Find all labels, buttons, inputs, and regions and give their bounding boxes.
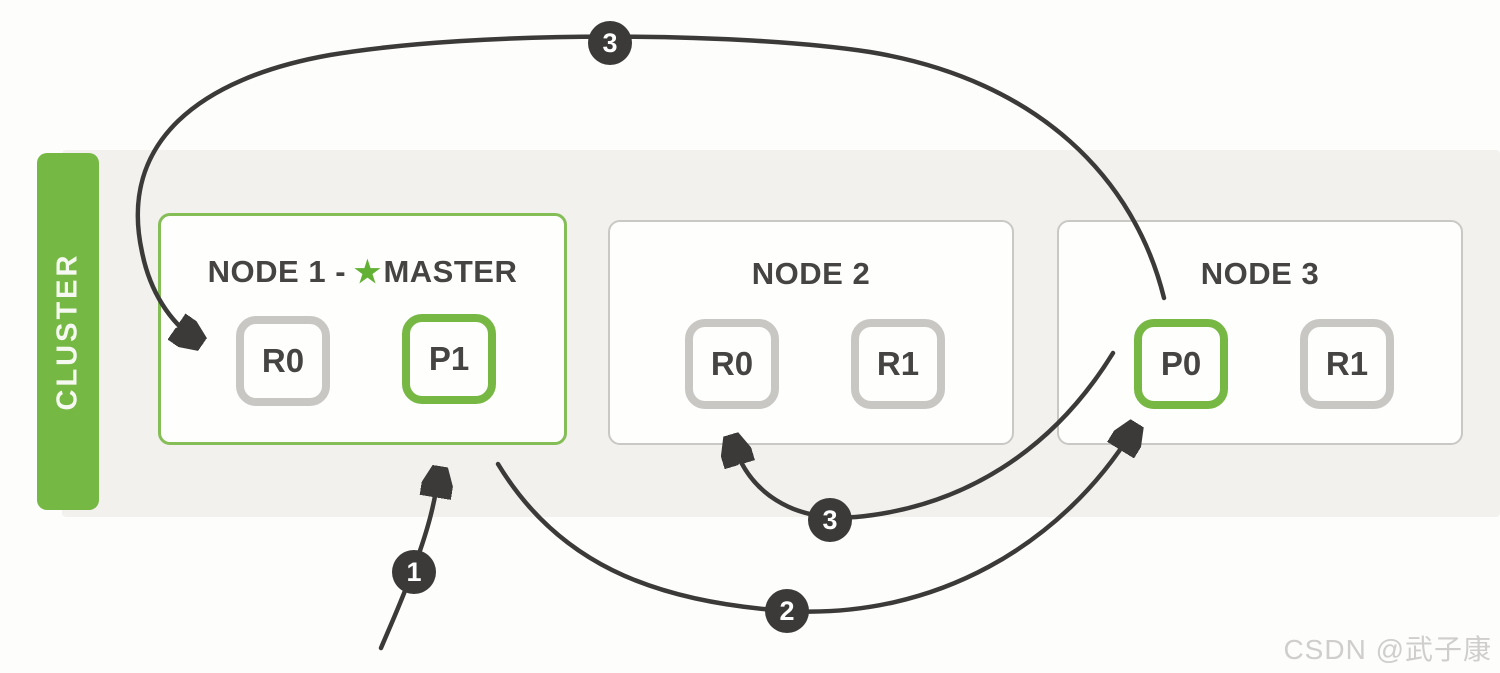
watermark: CSDN @武子康 <box>1283 634 1492 665</box>
shard-node1-p1: P1 <box>402 314 496 404</box>
cluster-label: CLUSTER <box>51 252 84 411</box>
step-badge-2: 2 <box>765 589 809 633</box>
shard-node1-r0: R0 <box>236 316 330 406</box>
node-1-master-label: MASTER <box>383 254 518 289</box>
shard-label: R0 <box>710 345 754 382</box>
shard-node2-r0: R0 <box>685 319 779 409</box>
node-2-title: NODE 2 <box>751 256 871 291</box>
shard-label: P0 <box>1160 345 1202 382</box>
node-3-card: NODE 3 P0 R1 <box>1057 220 1463 445</box>
step-badge-3-bottom: 3 <box>808 498 852 542</box>
shard-label: R1 <box>876 345 920 382</box>
node-2-card: NODE 2 R0 R1 <box>608 220 1014 445</box>
shard-node3-r1: R1 <box>1300 319 1394 409</box>
shard-node2-r1: R1 <box>851 319 945 409</box>
shard-label: R1 <box>1325 345 1369 382</box>
shard-label: P1 <box>428 340 470 377</box>
shard-node3-p0: P0 <box>1134 319 1228 409</box>
node-1-card: NODE 1 -★MASTER R0 P1 <box>158 213 567 445</box>
cluster-label-tab: CLUSTER <box>37 153 99 510</box>
master-star-icon: ★ <box>354 256 382 289</box>
shard-label: R0 <box>261 342 305 379</box>
node-1-title: NODE 1 -★MASTER <box>161 254 564 290</box>
step-badge-1: 1 <box>392 550 436 594</box>
step-badge-3-top: 3 <box>588 21 632 65</box>
node-3-title: NODE 3 <box>1200 256 1320 291</box>
node-1-title-prefix: NODE 1 - <box>207 254 347 289</box>
